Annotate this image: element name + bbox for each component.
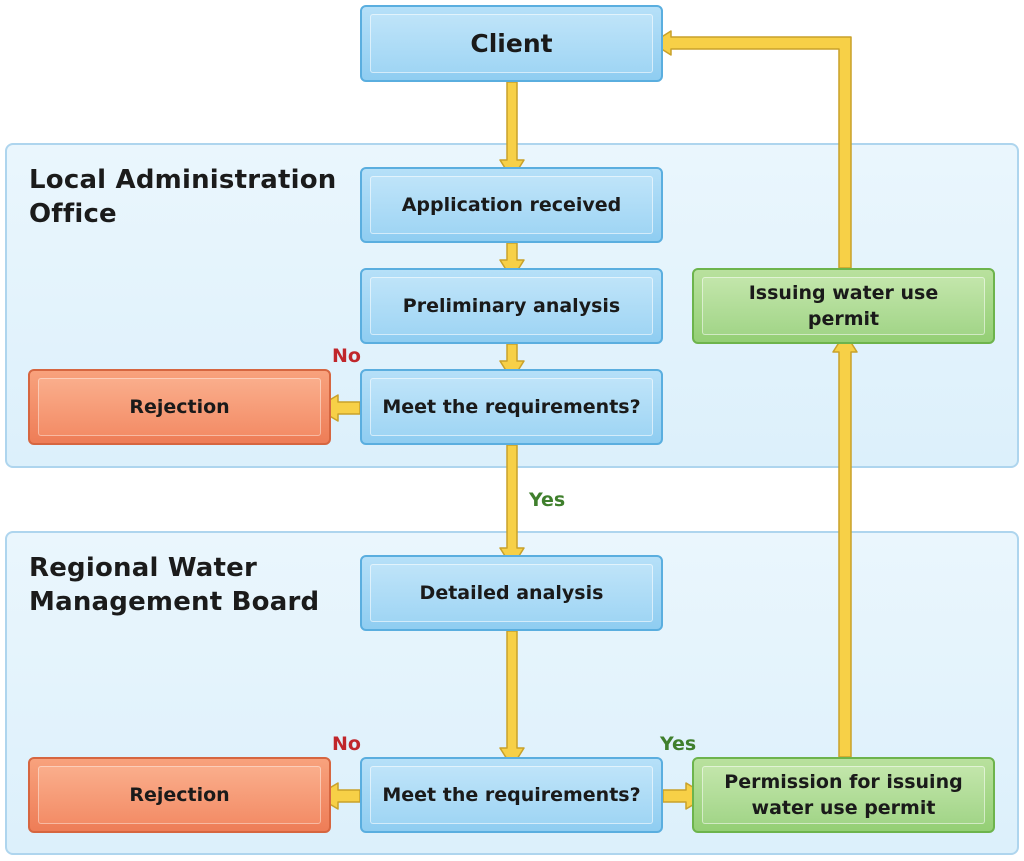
issuing-permit-label: Issuing water use permit: [748, 282, 939, 330]
client-node: Client: [360, 5, 663, 82]
client-label: Client: [470, 28, 553, 58]
permission-label: Permission for issuing water use permit: [724, 771, 963, 819]
no-label-1: No: [332, 345, 361, 367]
meet-requirements-label-1: Meet the requirements?: [382, 396, 641, 418]
preliminary-analysis-label: Preliminary analysis: [402, 295, 621, 317]
meet-requirements-label-2: Meet the requirements?: [382, 784, 641, 806]
detailed-analysis-label: Detailed analysis: [419, 582, 604, 604]
region-title-regional: Regional Water Management Board: [29, 553, 320, 617]
yes-label-2: Yes: [660, 733, 697, 755]
rejection-label-2: Rejection: [129, 784, 230, 806]
arrow-permission-to-issuing: [832, 332, 858, 758]
no-label-2: No: [332, 733, 361, 755]
rejection-node-2: Rejection: [28, 757, 331, 833]
meet-requirements-node-2: Meet the requirements?: [360, 757, 663, 833]
detailed-analysis-node: Detailed analysis: [360, 555, 663, 631]
rejection-label-1: Rejection: [129, 396, 230, 418]
meet-requirements-node-1: Meet the requirements?: [360, 369, 663, 445]
rejection-node-1: Rejection: [28, 369, 331, 445]
application-received-node: Application received: [360, 167, 663, 243]
arrow-meet1-to-detailed: [499, 444, 525, 568]
arrow-issuing-to-client: [651, 30, 852, 269]
application-received-label: Application received: [401, 194, 622, 216]
preliminary-analysis-node: Preliminary analysis: [360, 268, 663, 344]
issuing-permit-node: Issuing water use permit: [692, 268, 995, 344]
arrow-detailed-to-meet2: [499, 630, 525, 768]
arrow-client-to-application: [499, 81, 525, 180]
region-title-local: Local Administration Office: [29, 165, 337, 229]
yes-label-1: Yes: [529, 489, 566, 511]
permission-node: Permission for issuing water use permit: [692, 757, 995, 833]
